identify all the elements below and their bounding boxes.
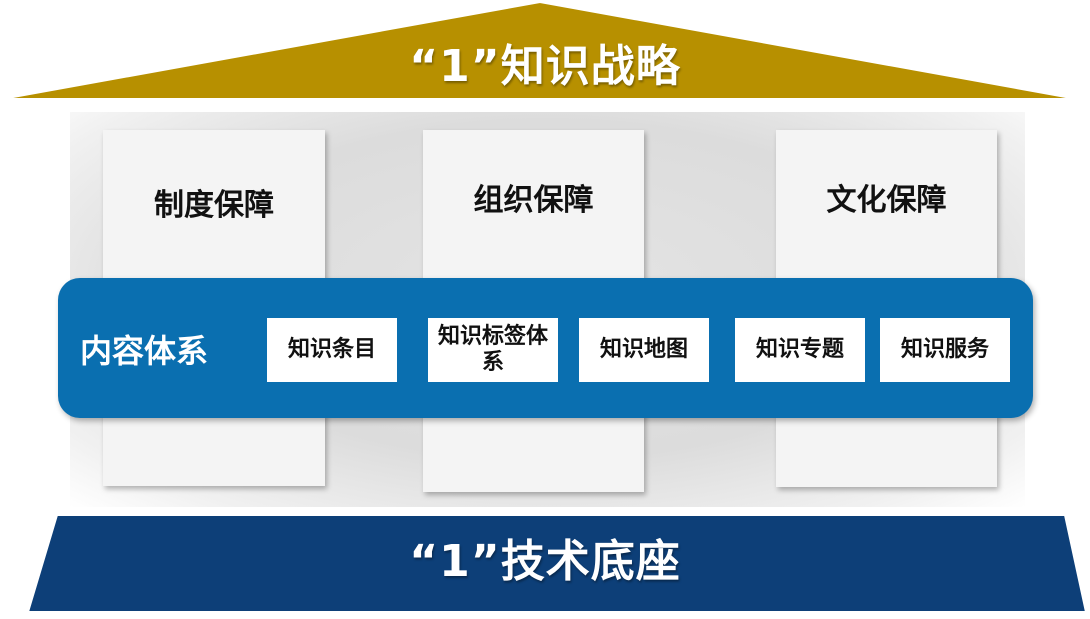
content-item-knowledge-entries: 知识条目 (267, 318, 397, 382)
content-item-label: 知识条目 (287, 337, 376, 362)
strategy-title: “1”知识战略 (409, 41, 681, 92)
content-item-label: 知识服务 (900, 337, 989, 362)
technology-base (0, 512, 1090, 619)
pillar-title: 制度保障 (154, 188, 274, 223)
content-item-label: 知识标签体系 (437, 324, 548, 375)
content-item-knowledge-map: 知识地图 (579, 318, 709, 382)
content-item-knowledge-topics: 知识专题 (735, 318, 865, 382)
content-item-label: 知识专题 (755, 337, 844, 362)
pillar-title: 文化保障 (826, 183, 947, 218)
strategy-roof (0, 0, 1090, 110)
content-item-knowledge-tag-system: 知识标签体系 (428, 318, 558, 382)
content-item-knowledge-services: 知识服务 (880, 318, 1010, 382)
content-system-label: 内容体系 (80, 332, 209, 370)
content-item-label: 知识地图 (599, 337, 688, 362)
pillar-title: 组织保障 (473, 183, 594, 218)
technology-base-title: “1”技术底座 (409, 536, 681, 587)
